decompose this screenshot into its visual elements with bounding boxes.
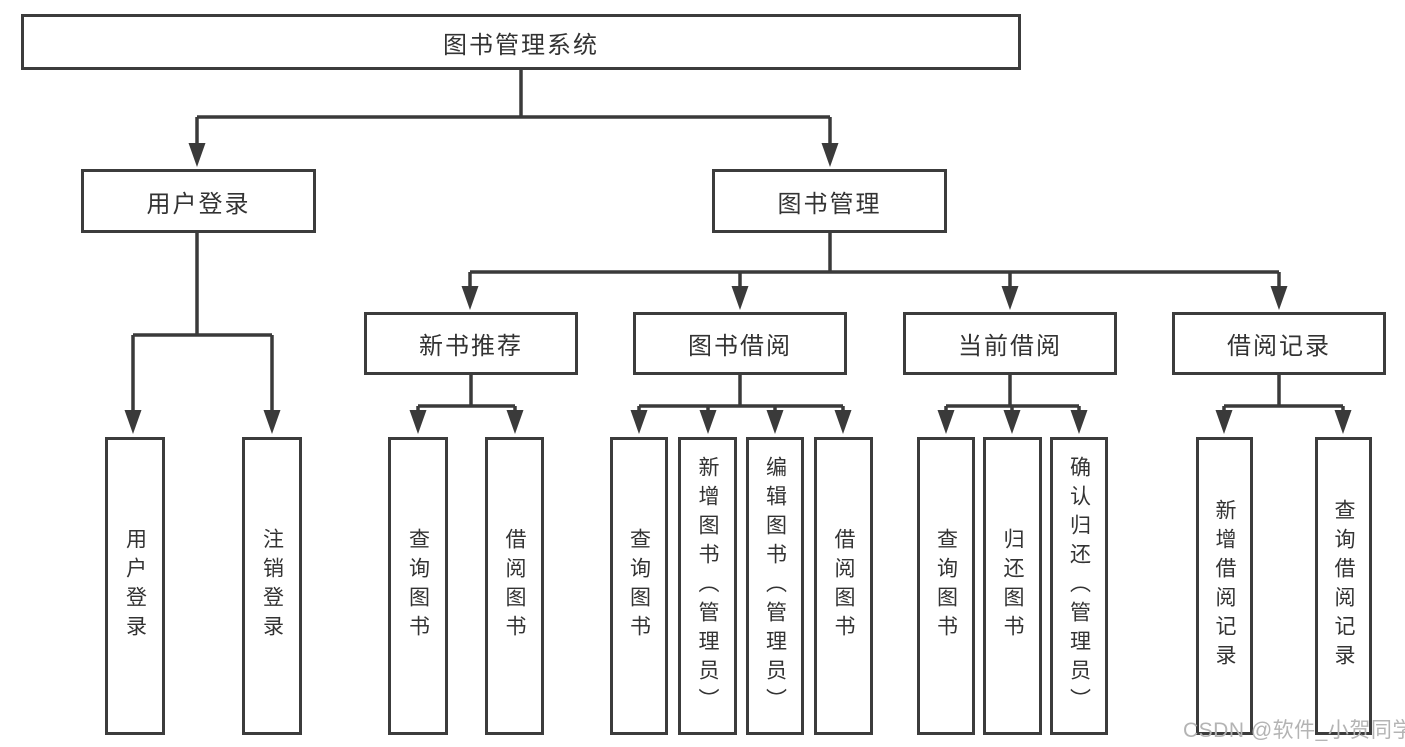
- leaf-label: 归还图书: [1001, 528, 1024, 644]
- leaf-logout: 注销登录: [242, 437, 302, 735]
- leaf-label: 查询借阅记录: [1332, 499, 1355, 673]
- leaf-borrow-books-borrowing: 借阅图书: [814, 437, 873, 735]
- leaf-borrow-books-recommend: 借阅图书: [485, 437, 544, 735]
- leaf-query-borrow-record: 查询借阅记录: [1315, 437, 1372, 735]
- leaf-edit-book-admin: 编辑图书（管理员）: [746, 437, 804, 735]
- watermark: CSDN @软件_小贺同学: [1183, 719, 1405, 742]
- leaf-label: 查询图书: [406, 528, 430, 644]
- node-label: 图书管理: [777, 190, 882, 218]
- node-label: 借阅记录: [1227, 333, 1331, 360]
- leaf-label: 编辑图书（管理员）: [763, 455, 787, 717]
- leaf-query-books-current: 查询图书: [917, 437, 975, 735]
- node-label: 当前借阅: [958, 333, 1062, 360]
- leaf-label: 确认归还（管理员）: [1067, 455, 1091, 717]
- leaf-label: 注销登录: [260, 528, 284, 644]
- node-current-borrowing: 当前借阅: [903, 312, 1117, 375]
- node-borrowing-records: 借阅记录: [1172, 312, 1386, 375]
- node-book-borrowing: 图书借阅: [633, 312, 847, 375]
- leaf-add-borrow-record: 新增借阅记录: [1196, 437, 1253, 735]
- node-new-book-recommend: 新书推荐: [364, 312, 578, 375]
- node-label: 图书管理系统: [443, 31, 599, 59]
- node-book-management: 图书管理: [712, 169, 947, 233]
- node-root-library-management-system: 图书管理系统: [21, 14, 1021, 70]
- node-label: 新书推荐: [419, 333, 523, 360]
- node-user-login: 用户登录: [81, 169, 316, 233]
- leaf-label: 用户登录: [123, 528, 147, 644]
- leaf-user-login: 用户登录: [105, 437, 165, 735]
- leaf-query-books-borrowing: 查询图书: [610, 437, 668, 735]
- leaf-label: 查询图书: [627, 528, 651, 644]
- leaf-add-book-admin: 新增图书（管理员）: [678, 437, 737, 735]
- leaf-confirm-return-admin: 确认归还（管理员）: [1050, 437, 1108, 735]
- leaf-return-book: 归还图书: [983, 437, 1042, 735]
- node-label: 图书借阅: [688, 333, 792, 360]
- leaf-label: 查询图书: [934, 528, 958, 644]
- leaf-label: 借阅图书: [503, 528, 526, 644]
- leaf-label: 借阅图书: [832, 528, 855, 644]
- leaf-query-books-recommend: 查询图书: [388, 437, 448, 735]
- leaf-label: 新增图书（管理员）: [696, 455, 719, 717]
- leaf-label: 新增借阅记录: [1213, 499, 1236, 673]
- node-label: 用户登录: [146, 190, 251, 218]
